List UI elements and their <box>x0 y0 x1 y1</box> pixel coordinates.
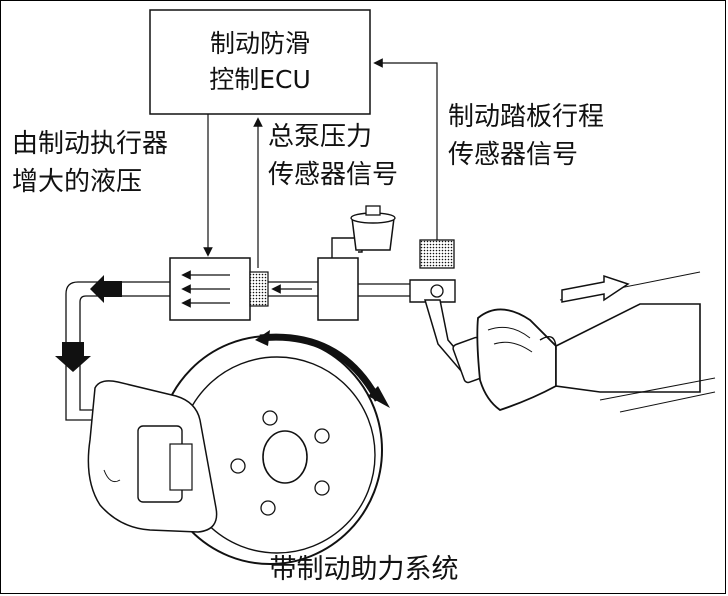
master-cyl-sensor-label-2: 传感器信号 <box>268 160 398 190</box>
shoe-icon <box>476 271 716 413</box>
master-cyl-sensor-label-1: 总泵压力 <box>268 122 372 152</box>
pedal-sensor-label-2: 传感器信号 <box>448 140 578 170</box>
signal-lines <box>203 58 438 268</box>
pedal-sensor-label-1: 制动踏板行程 <box>448 102 604 132</box>
brake-actuator <box>169 257 269 321</box>
pressure-sensor-block <box>249 271 269 307</box>
pedal-stroke-sensor <box>419 239 455 269</box>
actuator-pressure-label-1: 由制动执行器 <box>12 129 168 159</box>
reservoir-icon <box>350 205 396 251</box>
figure-caption: 带制动助力系统 <box>270 554 459 585</box>
rotation-arrow <box>259 333 382 402</box>
brake-caliper <box>87 380 218 533</box>
master-cylinder <box>317 205 396 321</box>
ecu-label-line1: 制动防滑 <box>210 29 310 58</box>
pedal-sensor-to-ecu-arrow <box>373 58 438 240</box>
ecu-label-line2: 控制ECU <box>209 65 311 94</box>
flow-arrow-down <box>55 342 91 372</box>
brake-pad <box>169 443 193 491</box>
ecu-box: 制动防滑 控制ECU <box>149 9 371 115</box>
hydraulic-lines <box>65 281 410 421</box>
actuator-pressure-label-2: 增大的液压 <box>12 167 142 197</box>
wheel-studs <box>230 410 330 516</box>
leg-trouser <box>555 303 701 393</box>
push-arrow <box>561 274 630 303</box>
flow-arrow-left <box>90 275 122 303</box>
